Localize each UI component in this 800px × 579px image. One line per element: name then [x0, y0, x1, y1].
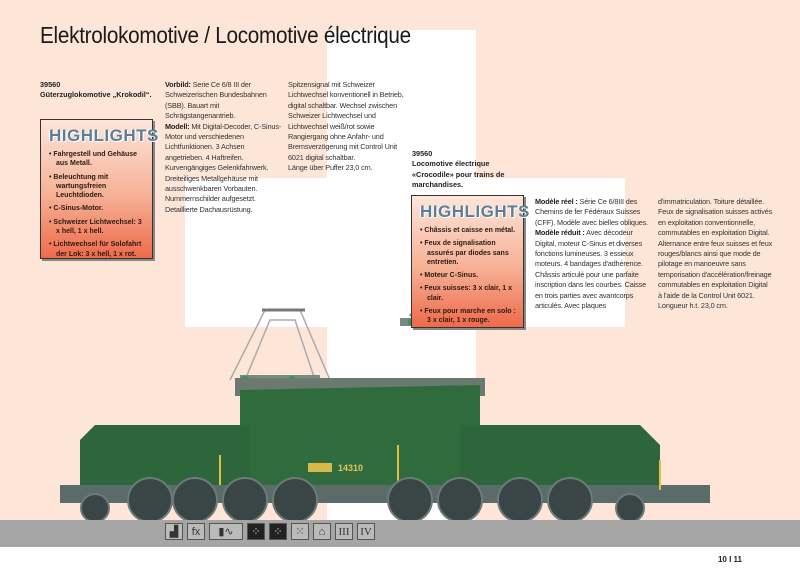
de-highlight-item: C-Sinus-Motor. — [49, 204, 146, 213]
fr-description: Modèle réel : Série Ce 6/8III des Chemin… — [535, 197, 773, 312]
de-highlight-item: Schweizer Lichtwechsel: 3 x hell, 1 x he… — [49, 218, 146, 237]
feature-icons: ▟ fx ▮∿ ⁘ ⁘ ⁙ ⌂ III IV — [165, 523, 375, 540]
fr-article-number: 39560 — [412, 149, 433, 158]
de-article-name: Güterzuglokomotive „Krokodil“. — [40, 90, 152, 100]
control-unit-icon: ⌂ — [313, 523, 331, 540]
de-modell-text: Mit Digital-Decoder, C-Sinus-Motor und v… — [165, 121, 282, 214]
fr-article-name: Locomotive électrique «Crocodile» pour t… — [412, 159, 505, 190]
de-highlight-item: Fahrgestell und Gehäuse aus Metall. — [49, 150, 146, 169]
fr-highlight-item: Feux suisses: 3 x clair, 1 x clair. — [420, 284, 517, 303]
fr-reel-label: Modèle réel : — [535, 197, 578, 206]
swiss-cross-horizontal — [185, 178, 625, 327]
fr-reel-text: Série Ce 6/8III des Chemins de fer Fédér… — [535, 197, 649, 227]
lights-icon: ⁘ — [247, 523, 265, 540]
fr-highlight-item: Feux de signalisation assurés par diodes… — [420, 239, 517, 267]
de-highlights-title: HIGHLIGHTS — [49, 126, 159, 145]
loco-hood-right — [460, 425, 660, 490]
de-description: Vorbild: Serie Ce 6/8 III der Schweizeri… — [165, 80, 283, 215]
feature-icon-band — [0, 520, 800, 547]
page-title: Elektrolokomotive / Locomotive électriqu… — [40, 22, 411, 48]
de-length: Länge über Puffer 23,0 cm. — [288, 163, 373, 173]
fx-icon: fx — [187, 523, 205, 540]
de-description-2: Spitzensignal mit Schweizer Lichtwechsel… — [288, 80, 406, 174]
de-highlight-item: Lichtwechsel für Solofahrt der Lok: 3 x … — [49, 240, 146, 259]
de-vorbild-text: Serie Ce 6/8 III der Schweizerischen Bun… — [165, 80, 267, 121]
steam-locomotive-icon: ▟ — [165, 523, 183, 540]
de-signal-text: Spitzensignal mit Schweizer Lichtwechsel… — [288, 80, 404, 162]
loco-hood-left — [80, 425, 250, 490]
fr-highlights-title: HIGHLIGHTS — [420, 202, 530, 221]
de-highlight-item: Beleuchtung mit wartungsfreien Leuchtdio… — [49, 173, 146, 201]
fr-highlight-item: Feux pour marche en solo : 3 x clair, 1 … — [420, 307, 517, 326]
de-highlights-box: HIGHLIGHTS Fahrgestell und Gehäuse aus M… — [40, 119, 159, 259]
page-numbers: 10 I 11 — [717, 555, 742, 564]
sinus-motor-icon: ▮∿ — [209, 523, 243, 540]
lights-icon: ⁙ — [291, 523, 309, 540]
fr-highlights-box: HIGHLIGHTS Châssis et caisse en métal. F… — [411, 195, 530, 328]
de-article-number: 39560 — [40, 80, 61, 89]
loco-wheels — [80, 477, 645, 523]
epoch-iii-icon: III — [335, 523, 353, 540]
fr-article: 39560 Locomotive électrique «Crocodile» … — [412, 149, 532, 191]
de-article: 39560 Güterzuglokomotive „Krokodil“. — [40, 80, 160, 101]
de-modell-label: Modell: — [165, 121, 190, 131]
fr-reduit-text: Avec décodeur Digital, moteur C-Sinus et… — [535, 197, 773, 311]
loco-number: 14310 — [338, 463, 363, 473]
epoch-iv-icon: IV — [357, 523, 375, 540]
fr-length: Longueur h.t. 23,0 cm. — [658, 301, 728, 311]
locomotive-image: 14310 — [60, 308, 710, 523]
fr-highlight-item: Moteur C-Sinus. — [420, 271, 517, 280]
fr-highlight-item: Châssis et caisse en métal. — [420, 226, 517, 235]
loco-cab — [240, 385, 480, 490]
de-vorbild-label: Vorbild: — [165, 80, 191, 89]
lights-icon: ⁘ — [269, 523, 287, 540]
fr-reduit-label: Modèle réduit : — [535, 228, 585, 238]
